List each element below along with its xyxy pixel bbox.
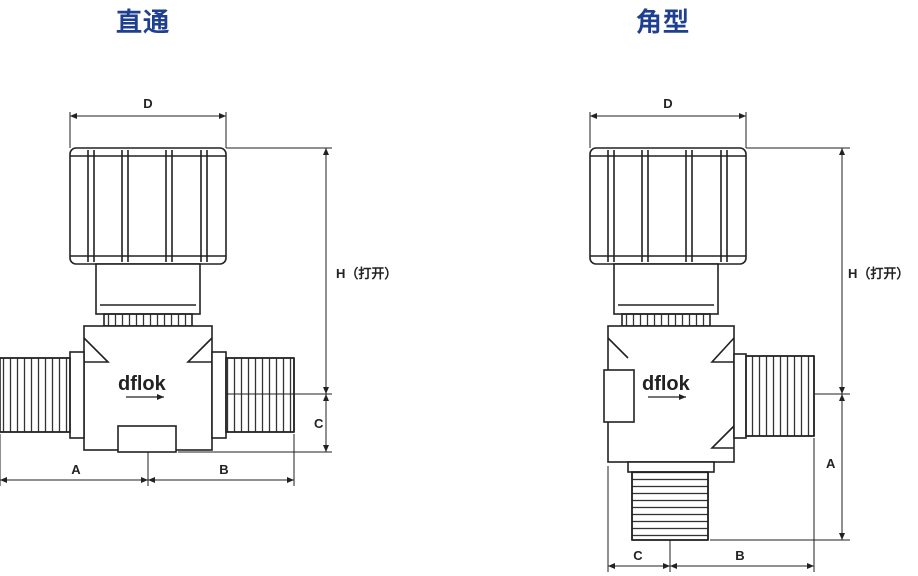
dimensions-straight [0,112,332,486]
dim-label-c-straight: C [314,416,324,431]
angle-valve [589,147,815,541]
title-straight: 直通 [116,8,171,38]
dim-label-d-angle: D [663,96,672,111]
dim-label-h-straight: H（打开） [336,266,397,281]
brand-label-angle: dflok [642,373,691,395]
handle-knob-angle [589,147,747,265]
dim-label-b-angle: B [735,548,744,563]
dim-label-d-straight: D [143,96,152,111]
title-angle: 角型 [636,8,691,38]
handle-knob-straight [69,147,227,265]
dim-label-h-angle: H（打开） [848,266,909,281]
dim-label-a-straight: A [71,462,81,477]
dim-label-c-angle: C [633,548,643,563]
dim-label-b-straight: B [219,462,228,477]
straight-valve [0,147,295,453]
brand-label-straight: dflok [118,373,167,395]
dimensions-angle [589,112,850,572]
dim-label-a-angle: A [826,456,836,471]
